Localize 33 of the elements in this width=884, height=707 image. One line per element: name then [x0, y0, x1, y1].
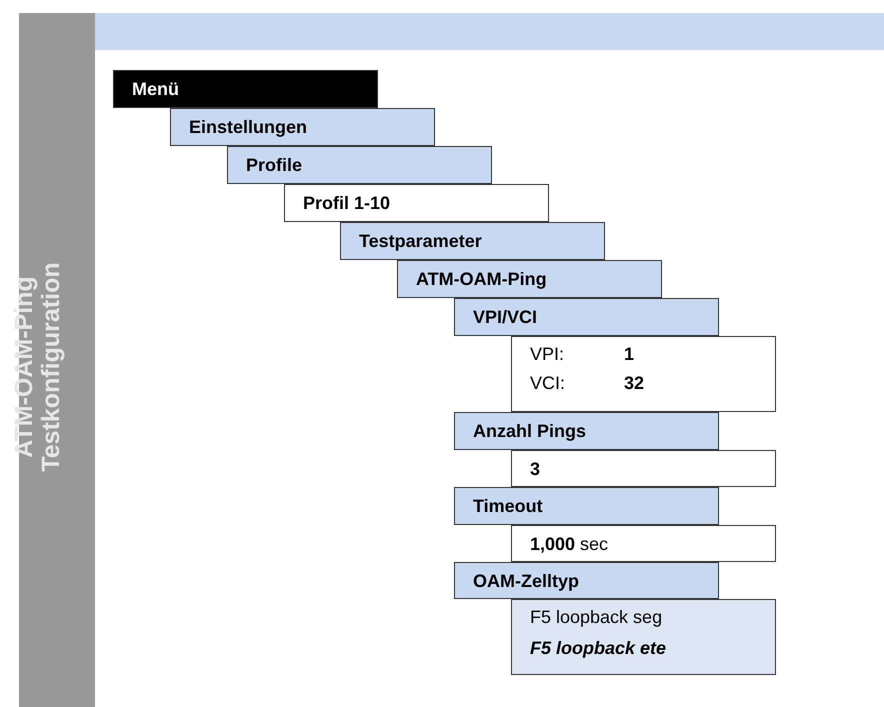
- option-text: F5 loopback ete: [530, 638, 666, 659]
- value-panel: [511, 525, 776, 562]
- menu-item-box: [340, 222, 605, 260]
- option-text: F5 loopback seg: [530, 607, 662, 628]
- menu-label: Timeout: [473, 496, 543, 517]
- menu-item-box: [284, 184, 549, 222]
- menu-item-box: [454, 487, 719, 525]
- value-panel: [511, 450, 776, 487]
- menu-label: VPI/VCI: [473, 307, 538, 328]
- menu-item-box: [454, 412, 719, 450]
- parameter-label: VPI:: [530, 344, 564, 365]
- menu-label: Menü: [132, 79, 179, 100]
- parameter-value: 1: [624, 344, 634, 365]
- menu-label: OAM-Zelltyp: [473, 571, 579, 592]
- menu-item-box: [227, 146, 492, 184]
- menu-item-box: [454, 562, 719, 599]
- parameter-value: 32: [624, 373, 644, 394]
- menu-item-box: [170, 108, 435, 146]
- parameter-value: 3: [530, 459, 540, 480]
- parameter-label: VCI:: [530, 373, 566, 394]
- option-panel: [511, 599, 776, 675]
- menu-label: Einstellungen: [189, 117, 308, 138]
- menu-label: Profil 1-10: [303, 193, 390, 214]
- menu-label: ATM-OAM-Ping: [416, 269, 547, 290]
- value-panel: [511, 336, 776, 412]
- menu-label: Anzahl Pings: [473, 421, 586, 442]
- menu-item-box: [113, 70, 378, 108]
- menu-item-box: [397, 260, 662, 298]
- menu-label: Profile: [246, 155, 302, 176]
- menu-item-box: [454, 298, 719, 336]
- vertical-title: ATM-OAM-Ping Testkonfiguration: [11, 261, 65, 474]
- parameter-value: 1,000 sec: [530, 534, 608, 555]
- menu-label: Testparameter: [359, 231, 482, 252]
